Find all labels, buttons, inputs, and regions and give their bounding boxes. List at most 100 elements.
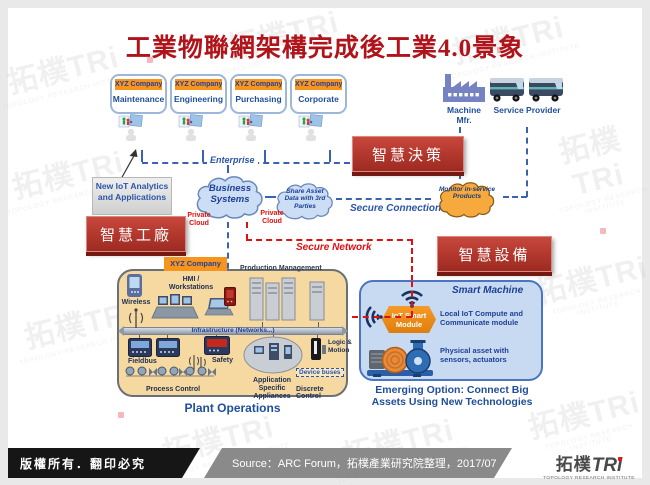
iot-module-hexagon: IoT Smart Module xyxy=(382,306,436,333)
up-arrow xyxy=(120,149,138,180)
footer-source: Source：ARC Forum，拓樸產業研究院整理，2017/07 xyxy=(204,448,512,478)
plant-operations-caption: Plant Operations xyxy=(184,401,281,415)
safety-label: Safety xyxy=(212,357,234,364)
workers-icon xyxy=(118,114,143,141)
tag-smart-device: 智慧設備 xyxy=(437,236,552,272)
cloud-shape xyxy=(196,176,263,219)
discrete-control-label: Discrete Control xyxy=(296,386,324,400)
appliances-icon xyxy=(243,336,303,374)
fieldbus-label: Fieldbus xyxy=(128,358,157,365)
infrastructure-bus xyxy=(118,326,348,336)
company-card-header: XYZ Company xyxy=(115,79,162,90)
new-iot-box: New IoT Analytics and Applications xyxy=(92,177,172,215)
company-card-header: XYZ Company xyxy=(235,79,282,90)
laptop-icon xyxy=(204,298,234,316)
secure-network-line xyxy=(246,239,413,241)
tri-logo-red-dot xyxy=(618,457,623,461)
factory-icon xyxy=(443,74,485,102)
company-card-label: Engineering xyxy=(173,94,224,104)
fieldbus-controller-icon xyxy=(128,338,152,357)
device-link-line xyxy=(411,281,413,317)
company-card-purchasing: XYZ Company Purchasing xyxy=(230,74,287,114)
watermark-dot xyxy=(147,57,153,63)
emerging-option-label: Emerging Option: Connect Big Assets Usin… xyxy=(371,384,533,409)
production-management-label: Production Management xyxy=(240,265,322,272)
service-provider-label: Service Provider xyxy=(493,105,561,115)
enterprise-tick xyxy=(141,150,143,162)
safety-controller-icon xyxy=(204,336,230,355)
cloud-share-asset: Share Asset Data with 3rd Parties xyxy=(274,178,336,224)
appliances-label: Application Specific Appliances xyxy=(252,377,292,401)
cloud-link-line xyxy=(265,196,276,198)
company-card-label: Corporate xyxy=(298,94,339,104)
page-title: 工業物聯網架構完成後工業4.0景象 xyxy=(125,35,525,62)
tri-logo-wordmark: TRi xyxy=(591,455,623,476)
service-to-monitor-elbow xyxy=(503,196,527,198)
watermark-dot xyxy=(600,228,606,234)
footer-copyright: 版權所有．翻印必究 xyxy=(8,448,200,478)
process-control-label: Process Control xyxy=(146,386,201,393)
infrastructure-label: Infrastructure (Networks...) xyxy=(191,327,275,334)
bus-stem xyxy=(167,335,168,340)
device-link-line xyxy=(352,316,412,318)
company-card-label: Purchasing xyxy=(235,94,282,104)
secure-connection-label: Secure Connection xyxy=(350,203,442,214)
enterprise-tick xyxy=(202,150,204,162)
cloud-monitor: Monitor in-service Products xyxy=(431,177,503,222)
antenna-icon xyxy=(128,308,144,328)
local-iot-label: Local IoT Compute and Communicate module xyxy=(440,309,523,328)
pump-icon xyxy=(367,340,433,377)
cloud-business-systems: Business Systems xyxy=(193,170,267,224)
cloud-shape xyxy=(439,182,495,218)
company-card-corporate: XYZ Company Corporate xyxy=(290,74,347,114)
secure-connection-line xyxy=(336,198,431,200)
secure-network-line xyxy=(246,222,248,240)
enterprise-to-cloud-tick xyxy=(227,164,229,173)
tag-smart-factory: 智慧工廠 xyxy=(86,216,186,252)
logic-motion-icon xyxy=(311,338,326,360)
enterprise-label: Enterprise xyxy=(207,155,258,165)
plant-header: XYZ Company xyxy=(164,257,227,271)
cloud-monitor-label: Monitor in-service Products xyxy=(439,186,495,201)
workers-icon xyxy=(238,114,263,141)
trucks-icon xyxy=(490,78,563,102)
cloud-share-asset-label: Share Asset Data with 3rd Parties xyxy=(284,188,326,210)
company-card-header: XYZ Company xyxy=(295,79,342,90)
control-console-icon xyxy=(151,294,199,319)
red-controller-icon xyxy=(224,287,236,306)
private-cloud-label-left: Private Cloud xyxy=(187,212,211,228)
enterprise-tick xyxy=(264,150,266,162)
fieldbus-controller-icon xyxy=(156,338,180,357)
logic-motion-label: Logic & Motion xyxy=(328,339,352,354)
bus-stem xyxy=(318,322,319,327)
wireless-label: Wireless xyxy=(121,299,151,306)
machine-mfr-label: Machine Mfr. xyxy=(446,105,481,126)
handheld-icon xyxy=(127,274,142,297)
company-card-header: XYZ Company xyxy=(175,79,222,90)
secure-network-label: Secure Network xyxy=(296,242,372,253)
company-card-engineering: XYZ Company Engineering xyxy=(170,74,227,114)
cloud-business-label: Business Systems xyxy=(208,183,252,205)
watermark-dot xyxy=(497,47,503,53)
secure-network-line xyxy=(411,239,413,281)
private-cloud-label-right: Private Cloud xyxy=(260,210,284,226)
hmi-label: HMI / Workstations xyxy=(168,276,214,292)
tri-logo: 拓樸 TRi TOPOLOGY RESEARCH INSTITUTE xyxy=(536,450,642,481)
service-to-monitor-line xyxy=(526,127,528,197)
workers-icon xyxy=(298,114,323,141)
device-buses-label: Device buses xyxy=(296,368,344,377)
tri-logo-subtitle: TOPOLOGY RESEARCH INSTITUTE xyxy=(543,476,635,481)
tag-smart-decision: 智慧決策 xyxy=(352,136,464,172)
servers-icon xyxy=(249,277,325,321)
workers-icon xyxy=(178,114,203,141)
process-instruments-icon xyxy=(125,366,216,377)
bus-stem xyxy=(139,335,140,340)
physical-asset-label: Physical asset with sensors, actuators xyxy=(440,346,509,365)
tri-logo-cjk: 拓樸 xyxy=(555,455,592,474)
cloud-shape xyxy=(276,183,333,220)
company-card-maintenance: XYZ Company Maintenance xyxy=(110,74,167,114)
smart-machine-title: Smart Machine xyxy=(452,285,524,296)
enterprise-tick xyxy=(329,150,331,162)
watermark-dot xyxy=(118,412,124,418)
